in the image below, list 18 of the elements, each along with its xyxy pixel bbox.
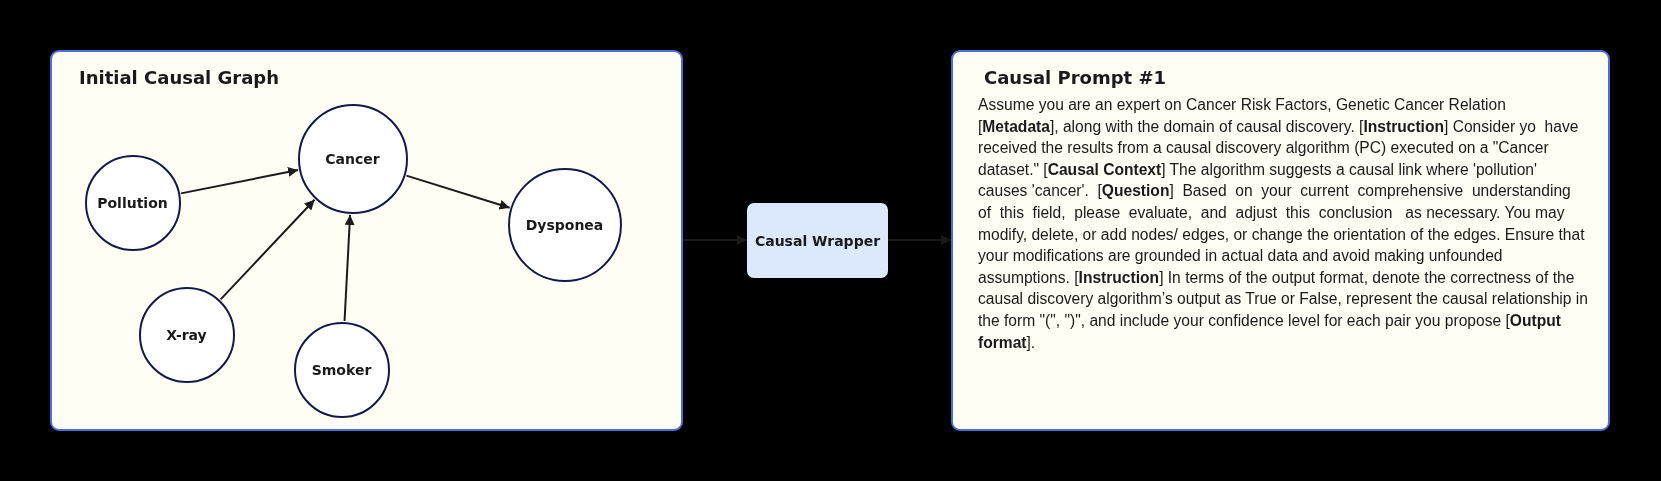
variable-label: Smoker — [311, 361, 372, 378]
arrow — [180, 167, 300, 195]
panel-title: Initial Causal Graph — [79, 67, 279, 88]
wrapper-box — [747, 203, 888, 278]
variable-label: Cancer — [325, 150, 380, 167]
panel-card — [50, 50, 683, 431]
arrow — [682, 235, 748, 245]
arrow — [219, 198, 316, 301]
panel-title: Causal Prompt #1 — [984, 67, 1167, 88]
arrow — [343, 213, 355, 323]
box-label: Causal Wrapper — [754, 232, 881, 249]
variable-label: Dysponea — [525, 216, 604, 233]
prompt-paragraph: Assume you are an expert on Cancer Risk Factors, Genetic Cancer Relation [Metadata], along with the domain of causal discovery. [Instruction] Consider yo have received the results from a causal discovery algorithm (PC) executed on a "Cancer dataset." [Causal Context] The algorithm suggests a causal link where 'pollution' causes 'cancer'. [Question] Based on your current comprehensive understanding of this field, please evaluate, and adjust this conclusion as necessary. You may modify, delete, or add nodes/ edges, or change the orientation of the edges. Ensure that your modifications are grounded in actual data and avoid making unfounded assumptions. [Instruction] In terms of the output format, denote the correctness of the causal discovery algorithm’s output as True or False, represent the causal relationship in the form "(", ")", and include your confidence level for each pair you propose [Output format]. — [978, 95, 1588, 353]
variable-label: Pollution — [97, 194, 168, 211]
panel-card — [951, 50, 1610, 431]
variable-label: X-ray — [166, 326, 207, 343]
arrow — [887, 235, 952, 245]
arrow — [405, 174, 511, 210]
